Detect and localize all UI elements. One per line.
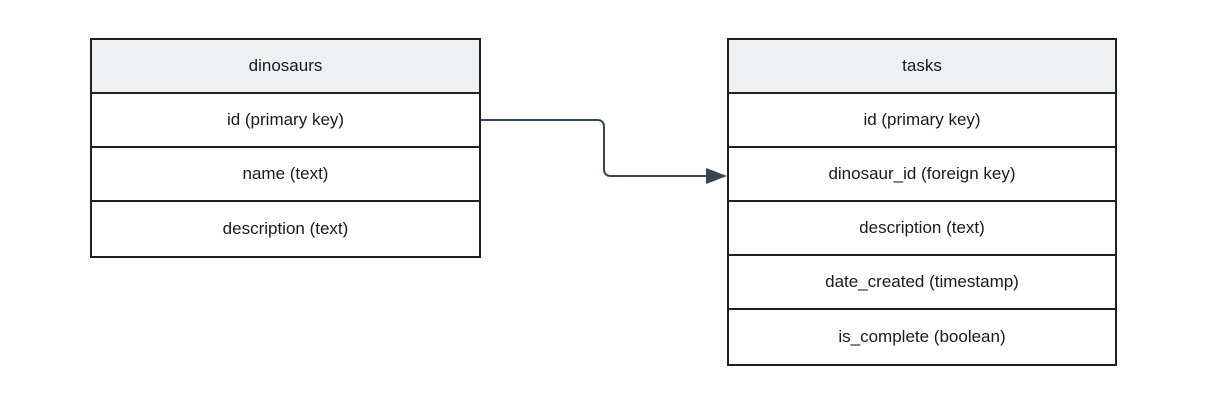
table-row-tasks[interactable]: date_created (timestamp) xyxy=(729,256,1115,310)
entity-table-tasks[interactable]: tasks id (primary key)dinosaur_id (forei… xyxy=(727,38,1117,366)
table-row-dinosaurs[interactable]: id (primary key) xyxy=(92,94,479,148)
table-row-tasks[interactable]: id (primary key) xyxy=(729,94,1115,148)
connector-line[interactable] xyxy=(481,119,707,177)
table-row-tasks[interactable]: description (text) xyxy=(729,202,1115,256)
table-row-dinosaurs[interactable]: description (text) xyxy=(222,219,349,238)
table-header-tasks[interactable]: tasks xyxy=(729,40,1115,94)
connector-arrowhead-icon xyxy=(706,168,727,184)
table-row-dinosaurs[interactable]: name (text) xyxy=(92,148,479,202)
table-header-dinosaurs[interactable]: dinosaurs xyxy=(92,40,479,94)
entity-table-dinosaurs[interactable]: dinosaurs id (primary key)name (text) des… xyxy=(90,38,481,258)
table-rows-tasks: id (primary key)dinosaur_id (foreign key… xyxy=(729,94,1115,364)
table-row-tasks[interactable]: is_complete (boolean) xyxy=(838,327,1006,346)
table-rows-dinosaurs: id (primary key)name (text) description (… xyxy=(92,94,479,256)
table-row-tasks[interactable]: dinosaur_id (foreign key) xyxy=(729,148,1115,202)
